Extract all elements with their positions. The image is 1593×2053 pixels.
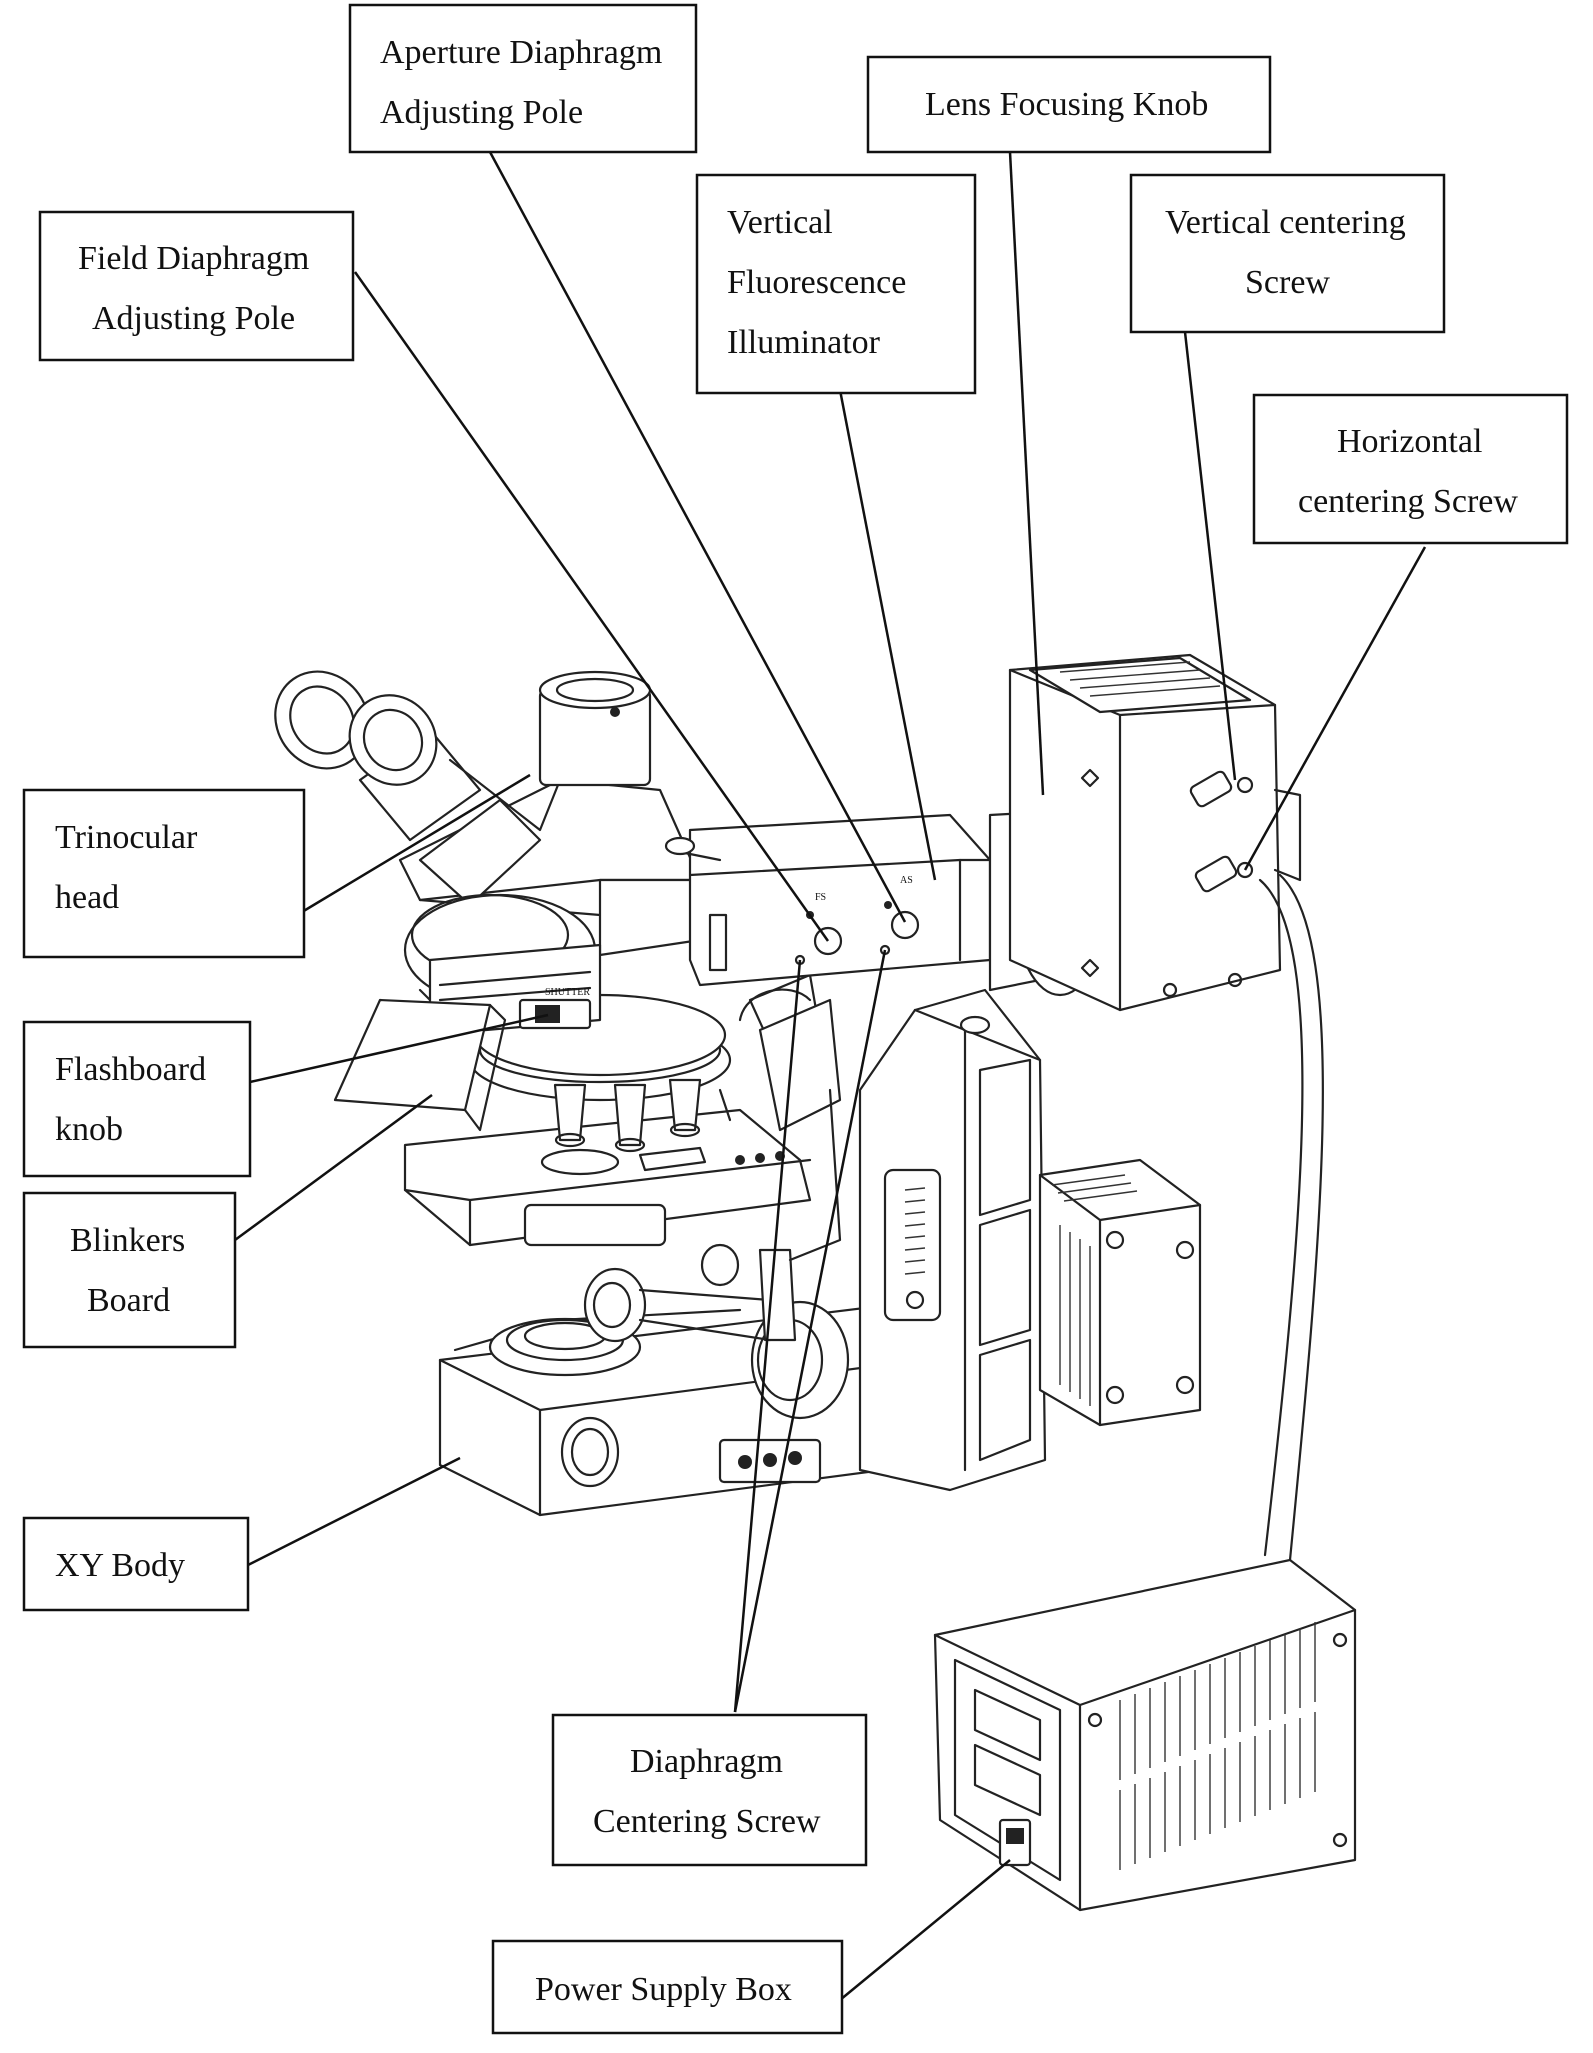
fluorescence-illuminator-drawing: FS AS — [664, 813, 992, 987]
label-flashboard-knob: Flashboard knob — [22, 1020, 252, 1178]
label-box — [695, 173, 977, 395]
label-vertical-fluorescence-illuminator: Vertical Fluorescence Illuminator — [695, 173, 977, 395]
label-blinkers-board: Blinkers Board — [22, 1191, 237, 1349]
leader-aperture-diaphragm — [488, 151, 907, 923]
label-line-1: Trinocular — [55, 819, 198, 856]
mercury-lamp-housing-drawing — [1008, 653, 1302, 1012]
label-trinocular-head: Trinocular head — [22, 788, 306, 959]
label-line-3: Illuminator — [727, 324, 881, 361]
label-box — [1129, 173, 1446, 334]
label-line-1: Power Supply Box — [535, 1971, 792, 2008]
label-line-2: knob — [55, 1111, 123, 1148]
label-box — [22, 1516, 250, 1612]
label-line-1: Blinkers — [70, 1222, 185, 1259]
label-power-supply-box: Power Supply Box — [491, 1939, 844, 2035]
leader-xy-body — [247, 1456, 461, 1567]
label-aperture-diaphragm-adjusting-pole: Aperture Diaphragm Adjusting Pole — [348, 3, 698, 154]
label-line-2: Adjusting Pole — [92, 300, 295, 337]
leader-lines — [234, 151, 1427, 2001]
trinocular-head-drawing — [274, 670, 702, 1022]
leader-blinkers-board — [234, 1093, 433, 1242]
label-box — [22, 1020, 252, 1178]
fs-marking: FS — [815, 892, 826, 903]
power-supply-box-drawing — [933, 1558, 1357, 1912]
rear-lamp-housing-drawing — [1038, 1158, 1202, 1427]
leader-diaphragm-centering-b — [733, 949, 887, 1713]
leader-flashboard-knob — [249, 1013, 549, 1084]
label-box — [491, 1939, 844, 2035]
vent-slots-psu — [1119, 1622, 1316, 1870]
led-indicator-column — [904, 1187, 926, 1310]
label-diaphragm-centering-screw: Diaphragm Centering Screw — [551, 1713, 868, 1867]
label-line-2: head — [55, 879, 119, 916]
leader-diaphragm-centering-a — [733, 959, 802, 1713]
label-line-2: Screw — [1245, 264, 1330, 301]
label-box — [551, 1713, 868, 1867]
label-xy-body: XY Body — [22, 1516, 250, 1612]
label-box — [22, 1191, 237, 1349]
microscope-illustration: SHUTTER FS AS — [274, 653, 1357, 1912]
label-line-1: Diaphragm — [630, 1743, 783, 1780]
label-line-1: Field Diaphragm — [78, 240, 309, 277]
label-line-1: Horizontal — [1337, 423, 1482, 460]
as-marking: AS — [900, 875, 913, 886]
label-line-1: Flashboard — [55, 1051, 206, 1088]
label-line-1: Vertical — [727, 204, 833, 241]
leader-power-supply-box — [839, 1859, 1011, 2001]
pillar-drawing — [858, 988, 1047, 1492]
leader-horizontal-centering — [1243, 546, 1427, 871]
label-box — [22, 788, 306, 959]
blinkers-board-drawing — [333, 998, 507, 1132]
leader-trinocular-head — [301, 773, 531, 914]
label-line-1: Vertical centering — [1165, 204, 1406, 241]
label-vertical-centering-screw: Vertical centering Screw — [1129, 173, 1446, 334]
label-line-2: centering Screw — [1298, 483, 1518, 520]
label-line-2: Board — [87, 1282, 170, 1319]
label-field-diaphragm-adjusting-pole: Field Diaphragm Adjusting Pole — [38, 210, 355, 362]
label-box — [38, 210, 355, 362]
arm-drawing — [738, 973, 842, 1262]
vent-slots-rear — [1051, 1174, 1138, 1406]
label-line-1: Aperture Diaphragm — [380, 34, 662, 71]
shutter-marking: SHUTTER — [545, 987, 590, 998]
label-lens-focusing-knob: Lens Focusing Knob — [866, 55, 1272, 154]
vent-slots-top — [1059, 661, 1221, 697]
objective-turret-drawing — [468, 993, 732, 1153]
label-line-1: Lens Focusing Knob — [925, 86, 1208, 123]
label-box — [866, 55, 1272, 154]
label-box — [348, 3, 698, 154]
label-horizontal-centering-screw: Horizontal centering Screw — [1252, 393, 1569, 545]
label-line-2: Centering Screw — [593, 1803, 821, 1840]
stage-drawing — [403, 1108, 850, 1420]
label-box — [1252, 393, 1569, 545]
leader-field-diaphragm — [353, 271, 830, 942]
label-line-2: Adjusting Pole — [380, 94, 583, 131]
label-line-2: Fluorescence — [727, 264, 906, 301]
label-line-1: XY Body — [55, 1547, 185, 1584]
leader-vertical-fluorescence — [838, 389, 937, 881]
power-cable-drawing — [1258, 873, 1324, 1562]
leader-vertical-centering — [1183, 331, 1237, 781]
leader-lens-focusing-knob — [1008, 151, 1045, 796]
